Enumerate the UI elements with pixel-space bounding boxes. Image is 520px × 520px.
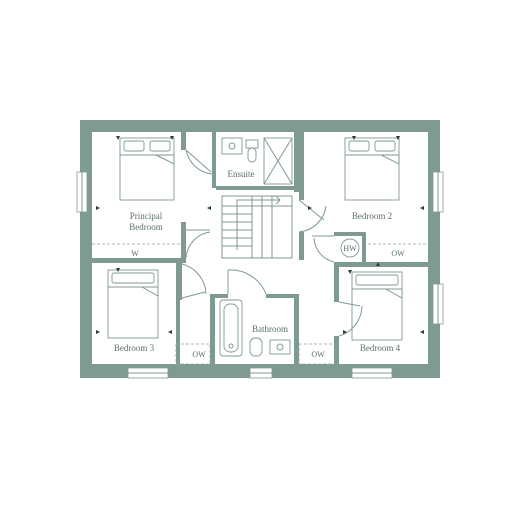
label-bedroom2: Bedroom 2	[352, 211, 392, 221]
label-bathroom: Bathroom	[252, 324, 288, 334]
bed-bedroom3	[107, 269, 159, 339]
ensuite-fixtures	[221, 137, 293, 185]
wardrobe-bedroom3-box	[175, 343, 211, 365]
label-wardrobe: W	[131, 249, 139, 258]
label-ensuite: Ensuite	[228, 169, 255, 179]
label-bedroom4: Bedroom 4	[360, 343, 401, 353]
wardrobe-bedroom4-box	[298, 343, 336, 365]
interior-walls	[92, 132, 428, 364]
doors	[181, 149, 363, 337]
wardrobes	[92, 243, 428, 365]
bathroom-wc	[249, 337, 263, 357]
label-ow-bedroom3: OW	[192, 350, 206, 359]
bed-principal	[119, 137, 175, 201]
label-hot-water: HW	[343, 244, 357, 253]
label-ow-bedroom2: OW	[391, 249, 405, 258]
bed-bedroom4	[351, 271, 403, 341]
label-bedroom3: Bedroom 3	[114, 343, 155, 353]
windows	[76, 171, 444, 379]
label-principal-line1: Principal	[130, 211, 163, 221]
bed-bedroom2	[344, 137, 400, 201]
ensuite-basin	[221, 137, 243, 155]
label-principal-line2: Bedroom	[129, 222, 163, 232]
socket-markers	[96, 136, 424, 334]
ensuite-wc-cistern	[245, 139, 259, 149]
bathroom-fixtures	[219, 299, 291, 357]
staircase	[221, 195, 293, 259]
hot-water-cylinder	[340, 238, 360, 258]
outer-walls	[80, 120, 440, 378]
bathroom-basin	[269, 339, 291, 355]
ensuite-wc	[247, 147, 257, 163]
label-ow-bedroom4: OW	[311, 350, 325, 359]
